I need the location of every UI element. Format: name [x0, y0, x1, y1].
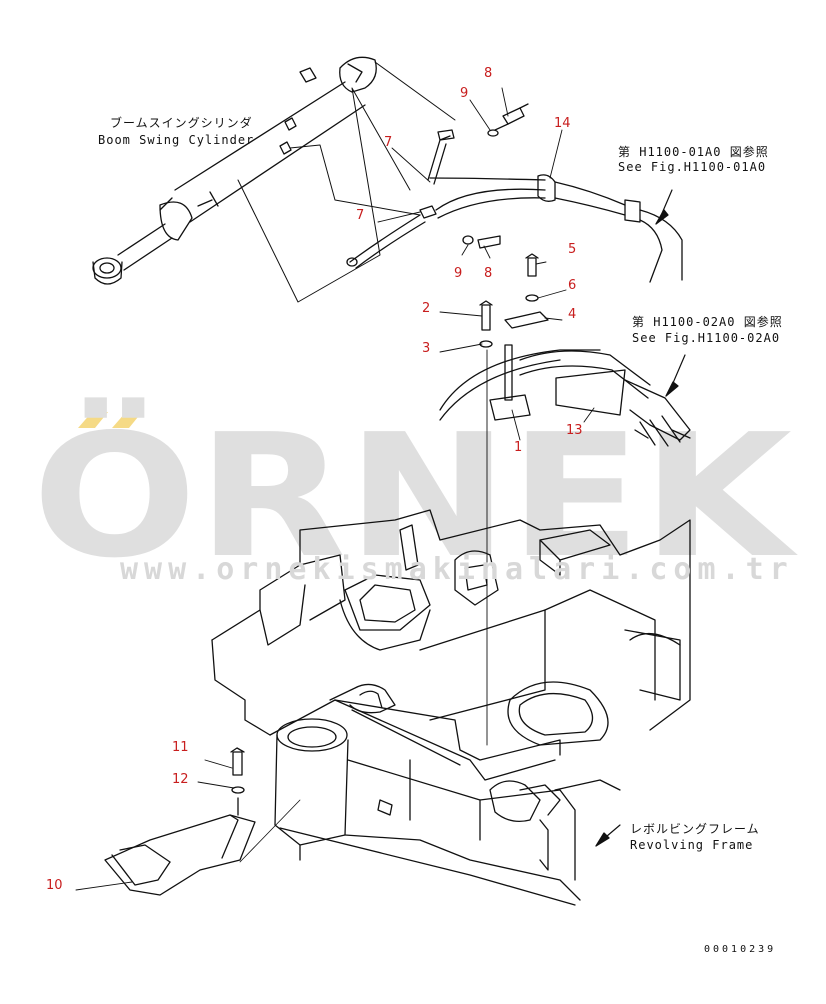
part-number-1: 1	[514, 440, 523, 455]
part-number-6: 6	[568, 278, 577, 293]
fig1-ref-en: See Fig.H1100-01A0	[618, 160, 767, 174]
part-number-5: 5	[568, 242, 577, 257]
part-number-8: 8	[484, 66, 493, 81]
boom-swing-cylinder	[92, 56, 377, 285]
part-number-2: 2	[422, 301, 431, 316]
hoses-upper	[346, 129, 683, 283]
boom-swing-label-jp: ブームスイングシリンダ	[110, 116, 253, 130]
part-number-3: 3	[422, 341, 431, 356]
swing-bracket-tower	[274, 718, 621, 906]
part-number-12: 12	[172, 772, 189, 787]
revolving-frame-label-en: Revolving Frame	[630, 838, 754, 852]
bottom-cover	[104, 747, 301, 896]
part-number-8: 8	[484, 266, 493, 281]
clamp-and-hoses	[439, 344, 691, 447]
part-number-4: 4	[568, 307, 577, 322]
boom-swing-label-en: Boom Swing Cylinder	[98, 133, 255, 147]
part-number-9: 9	[460, 86, 469, 101]
part-number-7: 7	[384, 135, 393, 150]
watermark-logo: ÖRNEK	[32, 397, 798, 596]
fig2-ref-en: See Fig.H1100-02A0	[632, 331, 781, 345]
watermark-url: www.ornekismakinalari.com.tr	[120, 552, 794, 587]
revolving-frame	[211, 509, 691, 781]
part-number-11: 11	[172, 740, 189, 755]
revolving-frame-label-jp: レボルビングフレーム	[630, 822, 760, 836]
part-number-10: 10	[46, 878, 63, 893]
fig1-ref-jp: 第 H1100-01A0 図参照	[618, 145, 769, 159]
part-number-7: 7	[356, 208, 365, 223]
part-number-9: 9	[454, 266, 463, 281]
bolt-upper	[462, 103, 529, 249]
drawing-code: 00010239	[704, 944, 777, 955]
watermark-brand: ÖRNEK	[32, 397, 798, 596]
fig2-ref-jp: 第 H1100-02A0 図参照	[632, 315, 783, 329]
part-number-13: 13	[566, 423, 583, 438]
leader-lines	[75, 87, 595, 891]
part-number-14: 14	[554, 116, 571, 131]
